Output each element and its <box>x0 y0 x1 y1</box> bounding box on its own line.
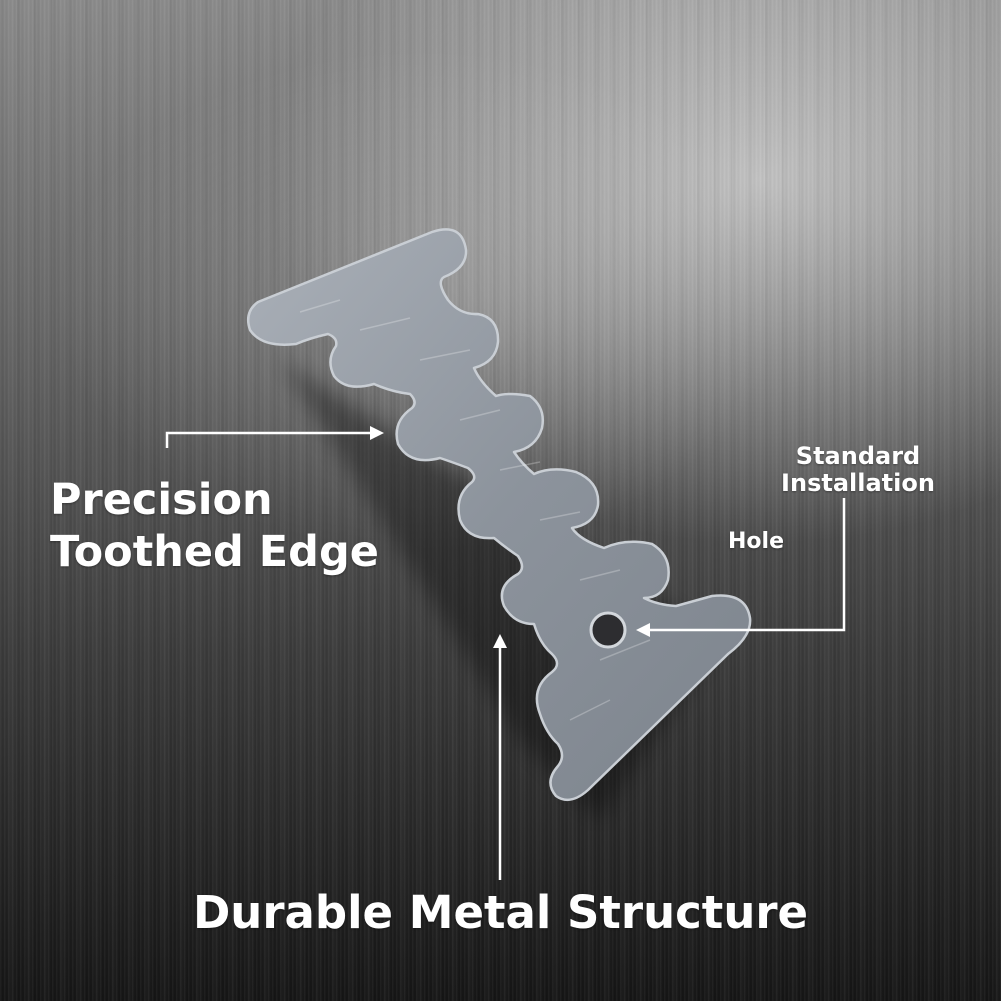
standard-label-line2: Installation <box>781 469 935 497</box>
arrow-left-icon <box>636 498 846 637</box>
precision-label-line2: Toothed Edge <box>50 527 379 577</box>
installation-hole <box>589 611 627 649</box>
standard-installation-label: Standard Installation <box>770 443 946 497</box>
precision-toothed-edge-label: Precision Toothed Edge <box>50 474 379 578</box>
precision-label-line1: Precision <box>50 475 273 525</box>
hole-label: Hole <box>728 529 784 554</box>
plate-texture <box>299 299 651 721</box>
toothed-metal-plate <box>247 228 752 802</box>
durable-metal-structure-label: Durable Metal Structure <box>192 886 809 939</box>
arrow-right-icon <box>165 426 384 448</box>
standard-label-line1: Standard <box>795 442 921 470</box>
arrow-up-icon <box>493 634 507 880</box>
